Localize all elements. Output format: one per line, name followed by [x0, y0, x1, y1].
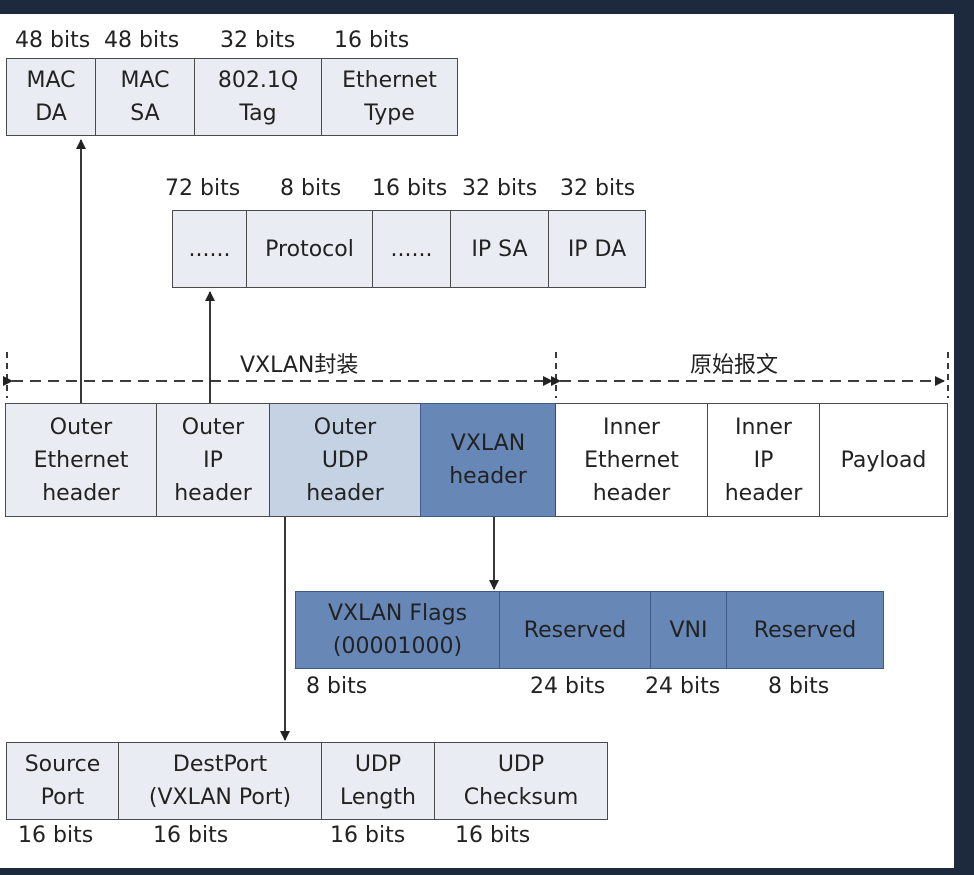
ip-bits-label: 16 bits	[372, 176, 448, 201]
vxlan-bits-label: 24 bits	[530, 674, 606, 699]
ip-field-ellipsis: ......	[372, 210, 451, 288]
vxlan-encap-label: VXLAN封装	[236, 353, 363, 379]
udp-bits-label: 16 bits	[153, 823, 229, 848]
ip-field-ellipsis: ......	[172, 210, 247, 288]
ip-field-protocol: Protocol	[246, 210, 373, 288]
ip-field-ip-da: IP DA	[548, 210, 646, 288]
inner-ethernet-header: Inner Ethernet header	[555, 403, 708, 517]
outer-ethernet-header: Outer Ethernet header	[5, 403, 157, 517]
udp-bits-label: 16 bits	[18, 823, 94, 848]
vxlan-bits-label: 8 bits	[306, 674, 368, 699]
vxlan-reserved-field: Reserved	[499, 591, 651, 669]
ip-bits-label: 32 bits	[462, 176, 538, 201]
original-packet-label: 原始报文	[686, 353, 783, 379]
vxlan-bits-label: 24 bits	[645, 674, 721, 699]
eth-bits-label: 48 bits	[15, 28, 91, 53]
outer-ip-header: Outer IP header	[156, 403, 270, 517]
udp-field-length: UDP Length	[321, 742, 435, 820]
payload: Payload	[819, 403, 948, 517]
eth-field-mac-da: MAC DA	[6, 58, 96, 136]
udp-field-checksum: UDP Checksum	[434, 742, 608, 820]
udp-bits-label: 16 bits	[330, 823, 406, 848]
eth-bits-label: 16 bits	[334, 28, 410, 53]
eth-field-8021q-tag: 802.1Q Tag	[194, 58, 322, 136]
eth-field-ethernet-type: Ethernet Type	[321, 58, 458, 136]
vxlan-flags-field: VXLAN Flags (00001000)	[295, 591, 500, 669]
vxlan-bits-label: 8 bits	[768, 674, 830, 699]
udp-bits-label: 16 bits	[455, 823, 531, 848]
vxlan-reserved-field: Reserved	[726, 591, 884, 669]
udp-field-dest-port: DestPort (VXLAN Port)	[118, 742, 322, 820]
vni-field: VNI	[650, 591, 727, 669]
ip-bits-label: 8 bits	[280, 176, 342, 201]
outer-udp-header: Outer UDP header	[269, 403, 421, 517]
inner-ip-header: Inner IP header	[707, 403, 820, 517]
vxlan-header: VXLAN header	[420, 403, 556, 517]
ip-bits-label: 72 bits	[165, 176, 241, 201]
ip-bits-label: 32 bits	[560, 176, 636, 201]
eth-bits-label: 32 bits	[220, 28, 296, 53]
eth-bits-label: 48 bits	[104, 28, 180, 53]
udp-field-source-port: Source Port	[6, 742, 119, 820]
ip-field-ip-sa: IP SA	[450, 210, 549, 288]
